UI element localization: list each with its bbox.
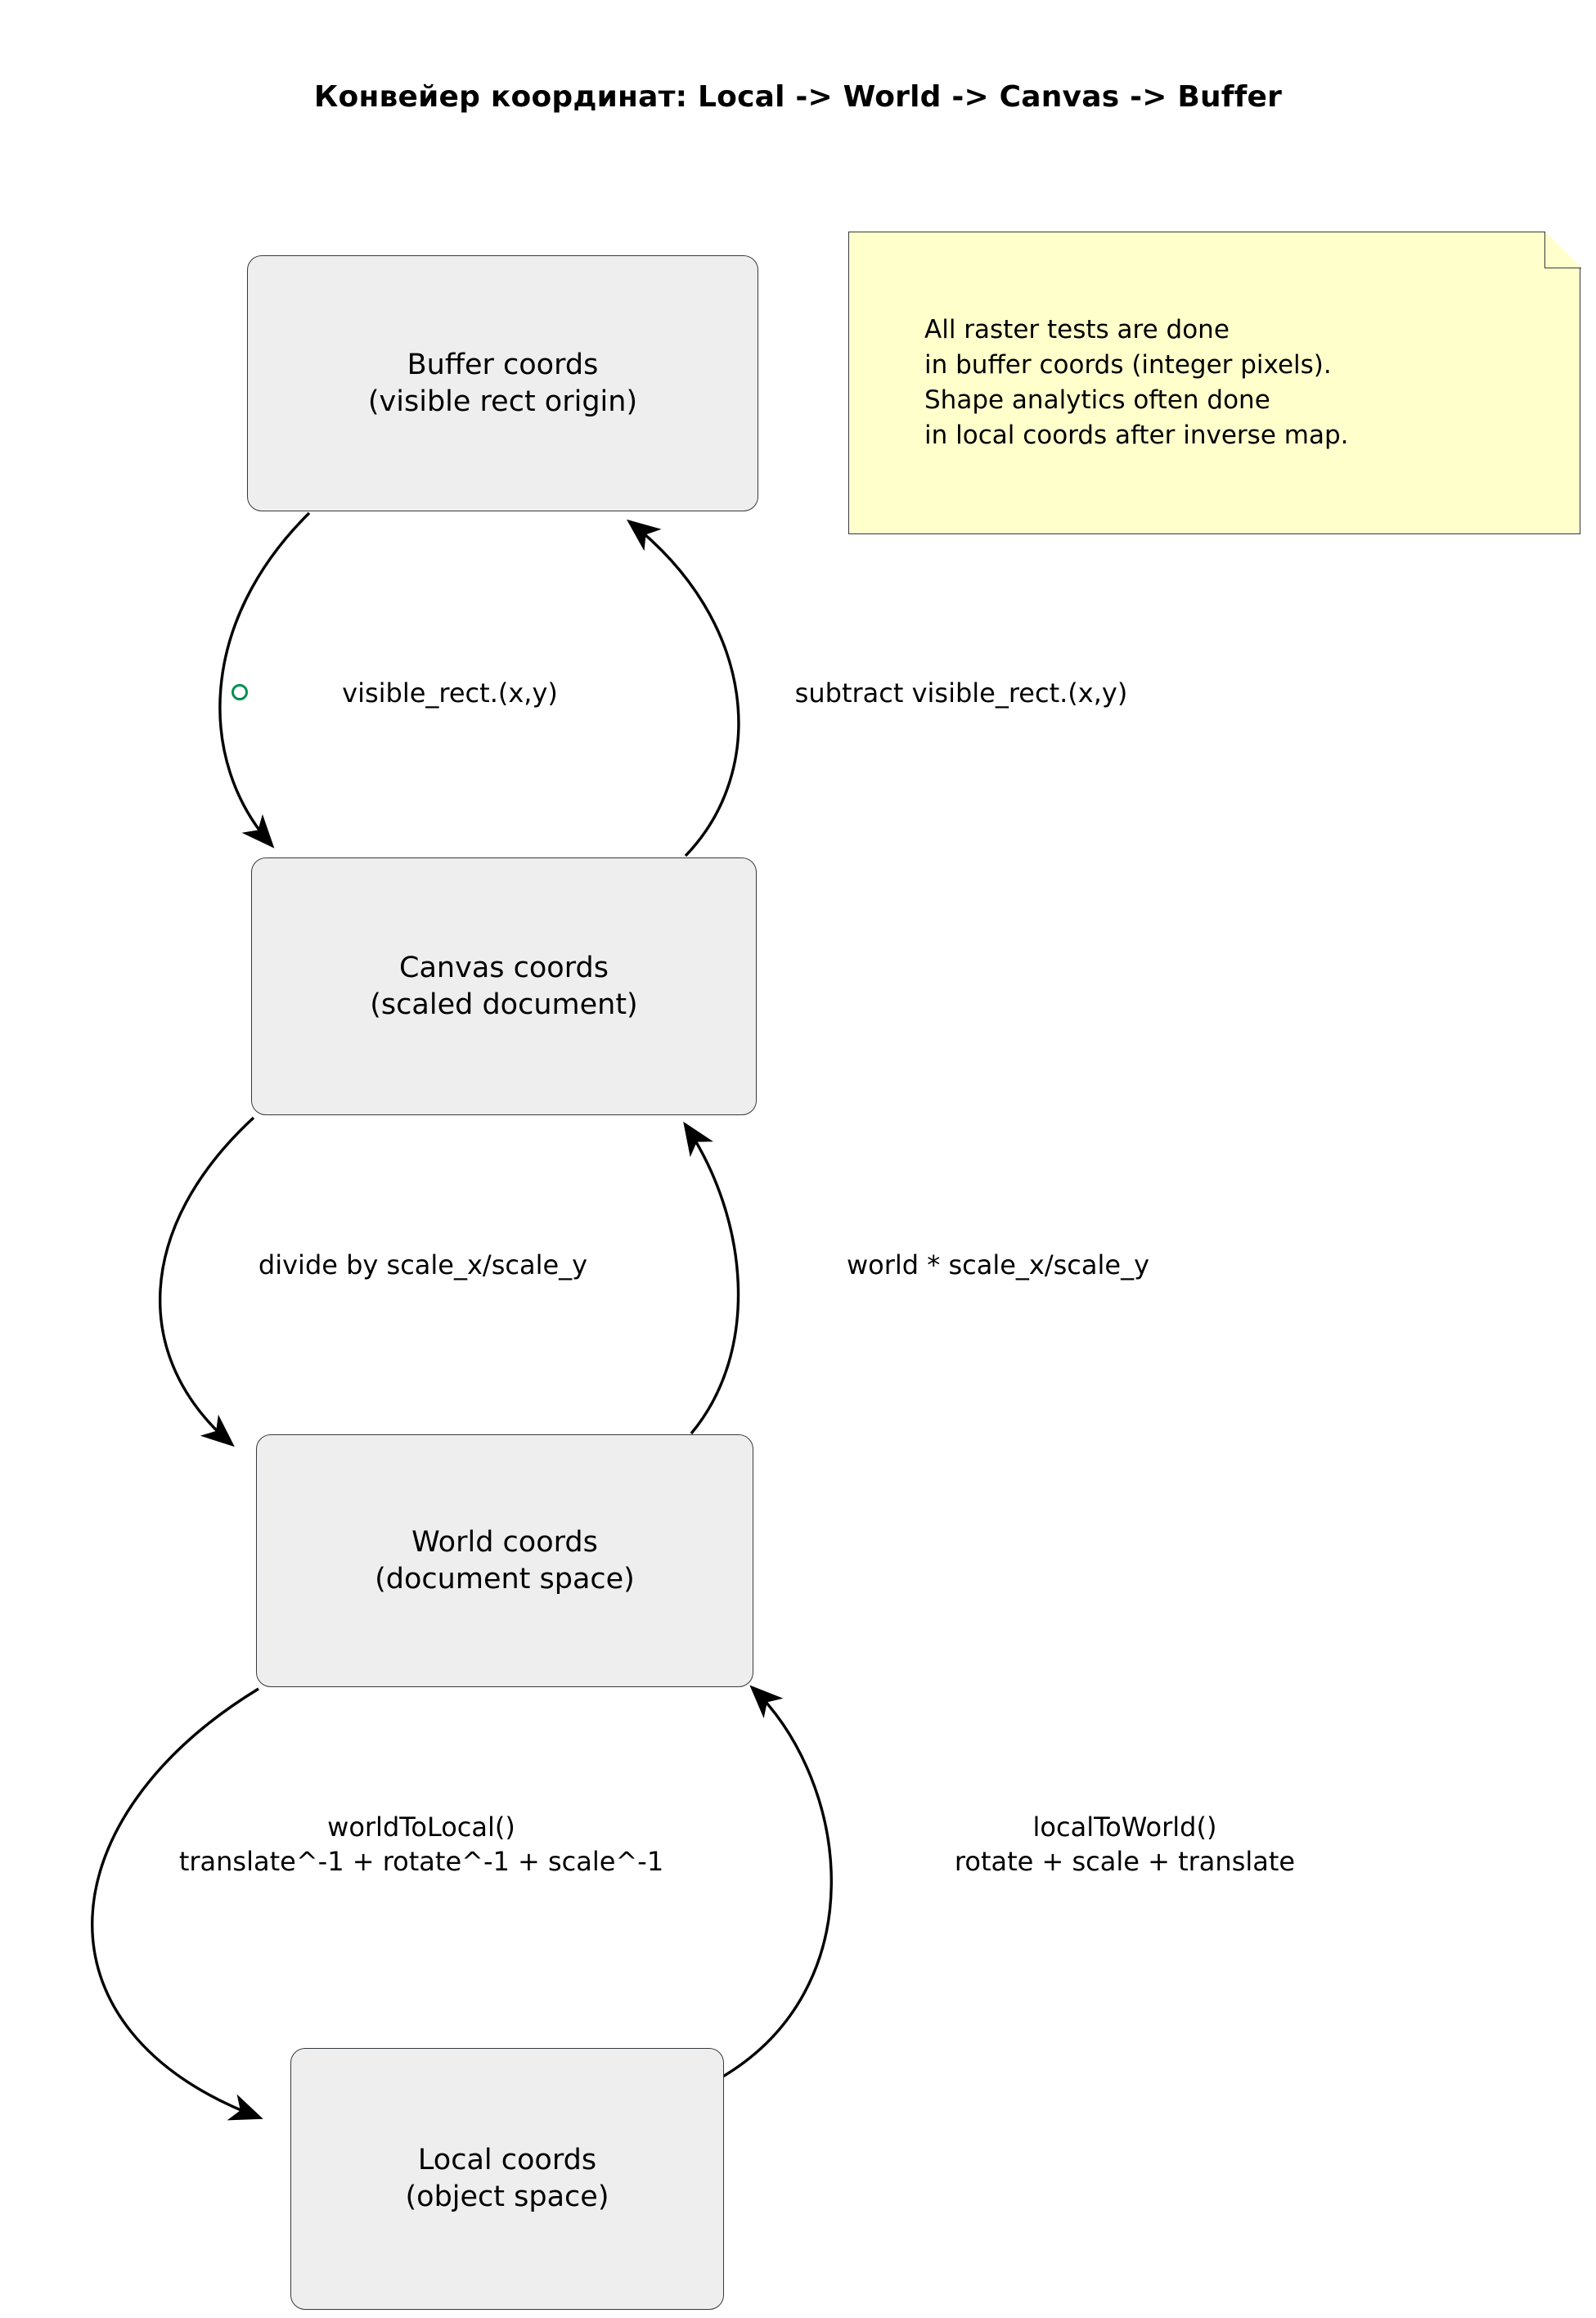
- node-world-coords-label: World coords (document space): [375, 1525, 635, 1596]
- circle-marker-icon: [232, 684, 248, 700]
- node-buffer-coords-label: Buffer coords (visible rect origin): [367, 348, 638, 418]
- edge-local-to-world: [719, 1685, 833, 2080]
- node-local-coords-label: Local coords (object space): [405, 2144, 609, 2213]
- edge-label-canvas-to-world: divide by scale_x/scale_y: [258, 1249, 588, 1281]
- edge-label-local-to-world: localToWorld() rotate + scale + translat…: [954, 1812, 1296, 1878]
- edge-world-to-local: [91, 1687, 263, 2121]
- edge-buffer-to-canvas: [218, 511, 311, 848]
- page-title: Конвейер координат: Local -> World -> Ca…: [313, 80, 1283, 114]
- annotation-note-text: All raster tests are done in buffer coor…: [924, 315, 1349, 450]
- node-canvas-coords[interactable]: Canvas coords (scaled document): [251, 857, 757, 1115]
- edge-label-world-to-canvas: world * scale_x/scale_y: [846, 1249, 1149, 1281]
- node-world-coords[interactable]: World coords (document space): [256, 1434, 753, 1687]
- edge-canvas-to-buffer: [626, 519, 740, 857]
- annotation-note[interactable]: All raster tests are done in buffer coor…: [848, 230, 1581, 534]
- node-buffer-coords[interactable]: Buffer coords (visible rect origin): [247, 255, 758, 511]
- edge-label-world-to-local: worldToLocal() translate^-1 + rotate^-1 …: [178, 1812, 664, 1878]
- edge-world-to-canvas: [683, 1121, 740, 1435]
- edge-label-buffer-to-canvas: visible_rect.(x,y): [342, 677, 558, 709]
- note-fold-corner-icon: [1544, 230, 1581, 268]
- edge-label-canvas-to-buffer: subtract visible_rect.(x,y): [794, 677, 1128, 709]
- node-local-coords[interactable]: Local coords (object space): [290, 2048, 724, 2310]
- node-canvas-coords-label: Canvas coords (scaled document): [370, 951, 638, 1021]
